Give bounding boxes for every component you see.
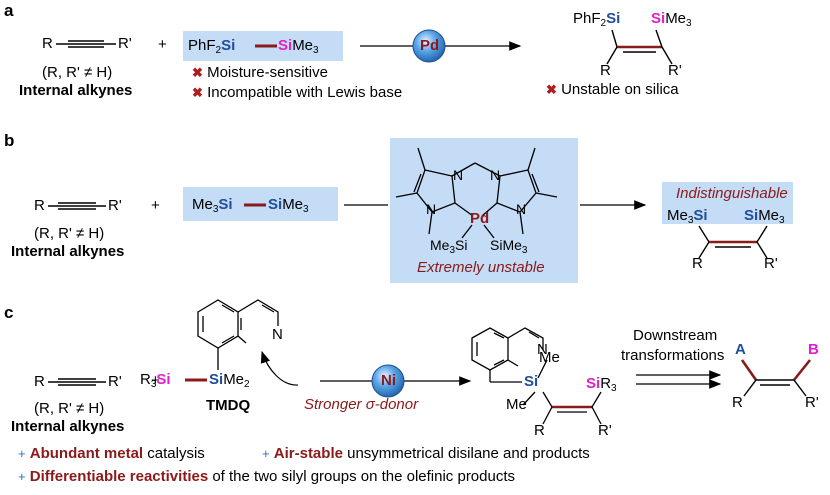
panel-c-product-r2: R': [598, 422, 612, 439]
panel-c-product-me-top: Me: [539, 349, 560, 366]
panel-b-product-bonds: [698, 225, 768, 259]
panel-c-tmdq-n: N: [272, 326, 283, 343]
panel-a-alkyne-r: R: [42, 35, 53, 52]
panel-c-final-b: B: [808, 341, 819, 358]
panel-b-alkyne-r: R: [34, 197, 45, 214]
panel-b-complex-box: [390, 138, 578, 283]
panel-b-complex-n2: N: [426, 201, 437, 217]
panel-a-label: a: [4, 1, 14, 20]
panel-a-plus: +: [158, 36, 167, 53]
panel-b-complex-n3: N: [490, 167, 501, 183]
panel-c-label: c: [4, 303, 14, 322]
panel-c-product-bonds: [471, 327, 602, 425]
bullet-2: + Air-stable unsymmetrical disilane and …: [262, 445, 590, 462]
panel-c-alkyne-bond: [48, 378, 106, 386]
panel-b-plus: +: [151, 197, 160, 214]
panel-c-product-me-bottom: Me: [506, 396, 527, 413]
panel-c-reagent-right: SiMe2: [209, 371, 250, 390]
panel-c-ni-ball: [371, 364, 405, 398]
panel-c-final-a: A: [735, 341, 746, 358]
panel-c-final-r2: R': [805, 394, 819, 411]
panel-b-alkyne-condition: (R, R' ≠ H): [34, 225, 105, 242]
panel-a-silane: PhF2Si: [188, 37, 236, 56]
panel-c-alkyne-r2: R': [108, 373, 122, 390]
panel-c-product-si2: SiR3: [586, 375, 617, 394]
panel-b-product-left: Me3Si: [667, 207, 708, 226]
panel-b-product-box: [662, 182, 793, 224]
panel-c-donor-note: Stronger σ-donor: [304, 396, 419, 413]
panel-a-pd-ball: [412, 29, 446, 63]
panel-c-product-r: R: [534, 422, 545, 439]
panel-b-complex-si-left: Me3Si: [430, 237, 468, 256]
panel-c-tmdq-bonds: [197, 299, 279, 370]
panel-b-complex-si-right: SiMe3: [490, 237, 528, 256]
panel-a-product-bonds: [606, 29, 673, 65]
bullet-1: + Abundant metal catalysis: [18, 445, 205, 462]
panel-b-complex-n4: N: [516, 201, 527, 217]
panel-a-alkyne-bond: [56, 40, 116, 48]
panel-a-product-note: ✖ Unstable on silica: [546, 81, 679, 98]
panel-b-disilane-left: Me3Si: [192, 196, 233, 215]
panel-a-product-r2: R': [668, 62, 682, 79]
panel-c-product-n: N: [537, 341, 548, 358]
panel-b-complex-note: Extremely unstable: [417, 259, 545, 276]
panel-b-complex-n1: N: [453, 167, 464, 183]
panel-a-alkyne-condition: (R, R' ≠ H): [42, 64, 113, 81]
panel-b-product-note: Indistinguishable: [676, 185, 788, 202]
panel-a-silane-right: SiMe3: [278, 37, 319, 56]
panel-b-product-r2: R': [764, 255, 778, 272]
panel-a-alkyne-name: Internal alkynes: [19, 82, 133, 99]
panel-b-alkyne-r2: R': [108, 197, 122, 214]
panel-b-alkyne-bond: [48, 202, 106, 210]
panel-c-reagent-name: TMDQ: [206, 397, 251, 414]
panel-b-complex-pd: Pd: [470, 210, 490, 227]
panel-b-product-r: R: [692, 255, 703, 272]
panel-c-catalyst-label: Ni: [381, 372, 396, 389]
panel-c-alkyne-condition: (R, R' ≠ H): [34, 400, 105, 417]
panel-a-alkyne-r2: R': [118, 35, 132, 52]
panel-a-note-1: ✖ Moisture-sensitive: [192, 64, 328, 81]
panel-b-alkyne-name: Internal alkynes: [11, 243, 125, 260]
panel-c-donor-arrow: [260, 350, 299, 386]
panel-c-alkyne-r: R: [34, 373, 45, 390]
panel-c-plus: +: [151, 372, 160, 389]
bullet-3: + Differentiable reactivities of the two…: [18, 468, 516, 485]
panel-a-note-2: ✖ Incompatible with Lewis base: [192, 84, 403, 101]
panel-b-complex-bonds: [395, 147, 558, 239]
panel-b-disilane-right: SiMe3: [268, 196, 309, 215]
panel-a-catalyst-label: Pd: [420, 37, 440, 54]
panel-c-downstream-1: Downstream: [633, 327, 718, 344]
panel-a-product-right: SiMe3: [651, 10, 692, 29]
panel-c-downstream-2: transformations: [621, 347, 725, 364]
panel-a-product-r: R: [600, 62, 611, 79]
panel-c-reagent-left: R3Si: [140, 371, 171, 390]
panel-c-alkyne-name: Internal alkynes: [11, 418, 125, 435]
panel-b-label: b: [4, 131, 15, 150]
panel-c-final-r: R: [732, 394, 743, 411]
panel-b-product-right: SiMe3: [744, 207, 785, 226]
panel-a-product-left: PhF2Si: [573, 10, 621, 29]
panel-c-product-si: Si: [524, 373, 539, 390]
panel-c-final-bonds: [740, 359, 812, 397]
